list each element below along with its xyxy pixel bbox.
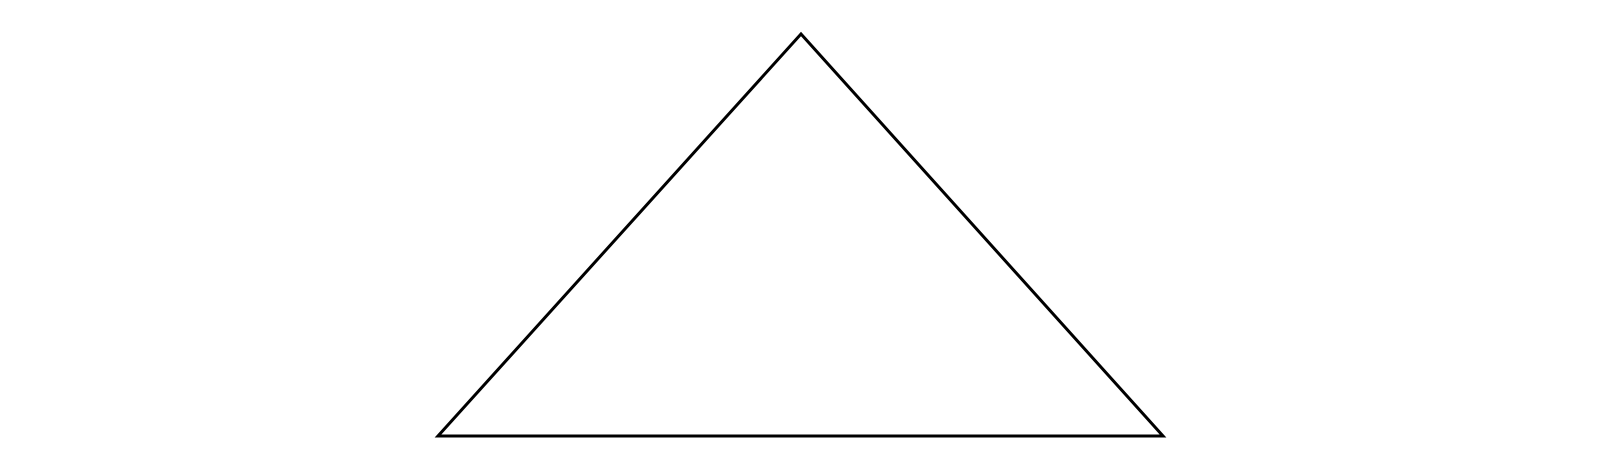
triangle-shape [434, 31, 1167, 438]
